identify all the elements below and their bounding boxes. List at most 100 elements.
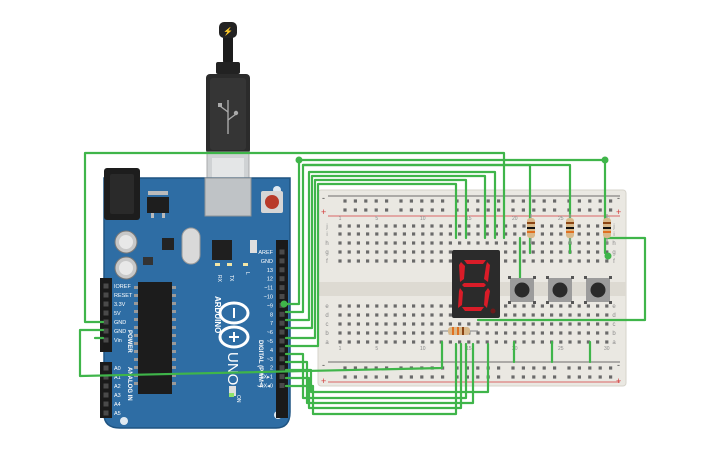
breadboard-hole[interactable] [550,250,554,254]
breadboard-hole[interactable] [596,304,600,308]
rail-hole[interactable] [521,208,525,212]
breadboard-hole[interactable] [347,232,351,236]
breadboard-hole[interactable] [448,322,452,326]
breadboard-hole[interactable] [540,250,544,254]
breadboard-hole[interactable] [494,340,498,344]
breadboard-hole[interactable] [430,224,434,228]
breadboard-hole[interactable] [338,232,342,236]
breadboard-hole[interactable] [338,259,342,263]
rail-hole[interactable] [588,208,592,212]
breadboard-hole[interactable] [568,340,572,344]
breadboard-hole[interactable] [356,250,360,254]
rail-hole[interactable] [598,375,602,379]
breadboard-hole[interactable] [375,250,379,254]
digital-pin-hole[interactable] [279,320,285,326]
breadboard-hole[interactable] [559,232,563,236]
breadboard-hole[interactable] [513,224,517,228]
breadboard-hole[interactable] [522,259,526,263]
breadboard-hole[interactable] [467,322,471,326]
rail-hole[interactable] [374,375,378,379]
breadboard-hole[interactable] [540,313,544,317]
breadboard-hole[interactable] [458,340,462,344]
breadboard-hole[interactable] [559,340,563,344]
rail-hole[interactable] [609,366,613,370]
arduino-board[interactable]: RX TX L ON ARDUINO UNO AREFGND1312~11~10… [100,168,291,429]
breadboard-hole[interactable] [513,241,517,245]
resistor-display[interactable] [440,327,478,335]
breadboard-hole[interactable] [458,241,462,245]
breadboard-hole[interactable] [402,259,406,263]
breadboard-hole[interactable] [338,224,342,228]
resistor-2[interactable] [566,214,574,244]
breadboard-hole[interactable] [577,259,581,263]
rail-hole[interactable] [521,375,525,379]
breadboard-hole[interactable] [504,313,508,317]
push-buttons[interactable] [508,276,612,304]
breadboard-hole[interactable] [476,232,480,236]
breadboard-hole[interactable] [421,241,425,245]
breadboard-hole[interactable] [550,232,554,236]
breadboard-hole[interactable] [458,224,462,228]
breadboard-hole[interactable] [430,331,434,335]
breadboard-hole[interactable] [531,304,535,308]
breadboard-hole[interactable] [522,241,526,245]
breadboard-hole[interactable] [421,340,425,344]
rail-hole[interactable] [385,208,389,212]
breadboard-hole[interactable] [366,313,370,317]
breadboard-hole[interactable] [568,322,572,326]
breadboard-hole[interactable] [513,322,517,326]
rail-hole[interactable] [385,375,389,379]
breadboard-hole[interactable] [338,304,342,308]
breadboard-hole[interactable] [494,331,498,335]
breadboard-hole[interactable] [540,331,544,335]
breadboard-hole[interactable] [421,232,425,236]
breadboard-hole[interactable] [412,304,416,308]
breadboard-hole[interactable] [531,250,535,254]
breadboard-hole[interactable] [531,331,535,335]
breadboard-hole[interactable] [513,259,517,263]
breadboard-hole[interactable] [605,322,609,326]
breadboard-hole[interactable] [356,313,360,317]
breadboard-hole[interactable] [421,313,425,317]
breadboard-hole[interactable] [439,304,443,308]
breadboard-hole[interactable] [366,304,370,308]
breadboard-hole[interactable] [366,259,370,263]
push-button-1[interactable] [508,276,536,304]
rail-hole[interactable] [609,208,613,212]
rail-hole[interactable] [364,199,368,203]
breadboard-hole[interactable] [421,250,425,254]
power-pin-hole[interactable] [103,301,109,307]
breadboard-hole[interactable] [448,250,452,254]
breadboard-hole[interactable] [596,259,600,263]
breadboard-hole[interactable] [586,304,590,308]
breadboard-hole[interactable] [605,259,609,263]
breadboard-hole[interactable] [559,241,563,245]
rail-hole[interactable] [385,366,389,370]
breadboard-hole[interactable] [402,250,406,254]
breadboard-hole[interactable] [430,250,434,254]
breadboard-hole[interactable] [402,322,406,326]
breadboard-hole[interactable] [522,232,526,236]
breadboard-hole[interactable] [504,259,508,263]
breadboard-hole[interactable] [448,224,452,228]
power-pin-hole[interactable] [103,292,109,298]
rail-hole[interactable] [532,199,536,203]
breadboard-hole[interactable] [375,313,379,317]
breadboard-hole[interactable] [439,322,443,326]
breadboard-hole[interactable] [559,250,563,254]
breadboard-hole[interactable] [338,322,342,326]
rail-hole[interactable] [465,208,469,212]
breadboard-hole[interactable] [522,340,526,344]
breadboard-hole[interactable] [430,241,434,245]
rail-hole[interactable] [343,375,347,379]
breadboard-hole[interactable] [439,224,443,228]
rail-hole[interactable] [364,208,368,212]
rail-hole[interactable] [598,366,602,370]
breadboard-hole[interactable] [540,241,544,245]
breadboard-hole[interactable] [375,232,379,236]
breadboard-hole[interactable] [513,250,517,254]
breadboard-hole[interactable] [448,340,452,344]
breadboard-hole[interactable] [504,340,508,344]
breadboard-hole[interactable] [531,259,535,263]
